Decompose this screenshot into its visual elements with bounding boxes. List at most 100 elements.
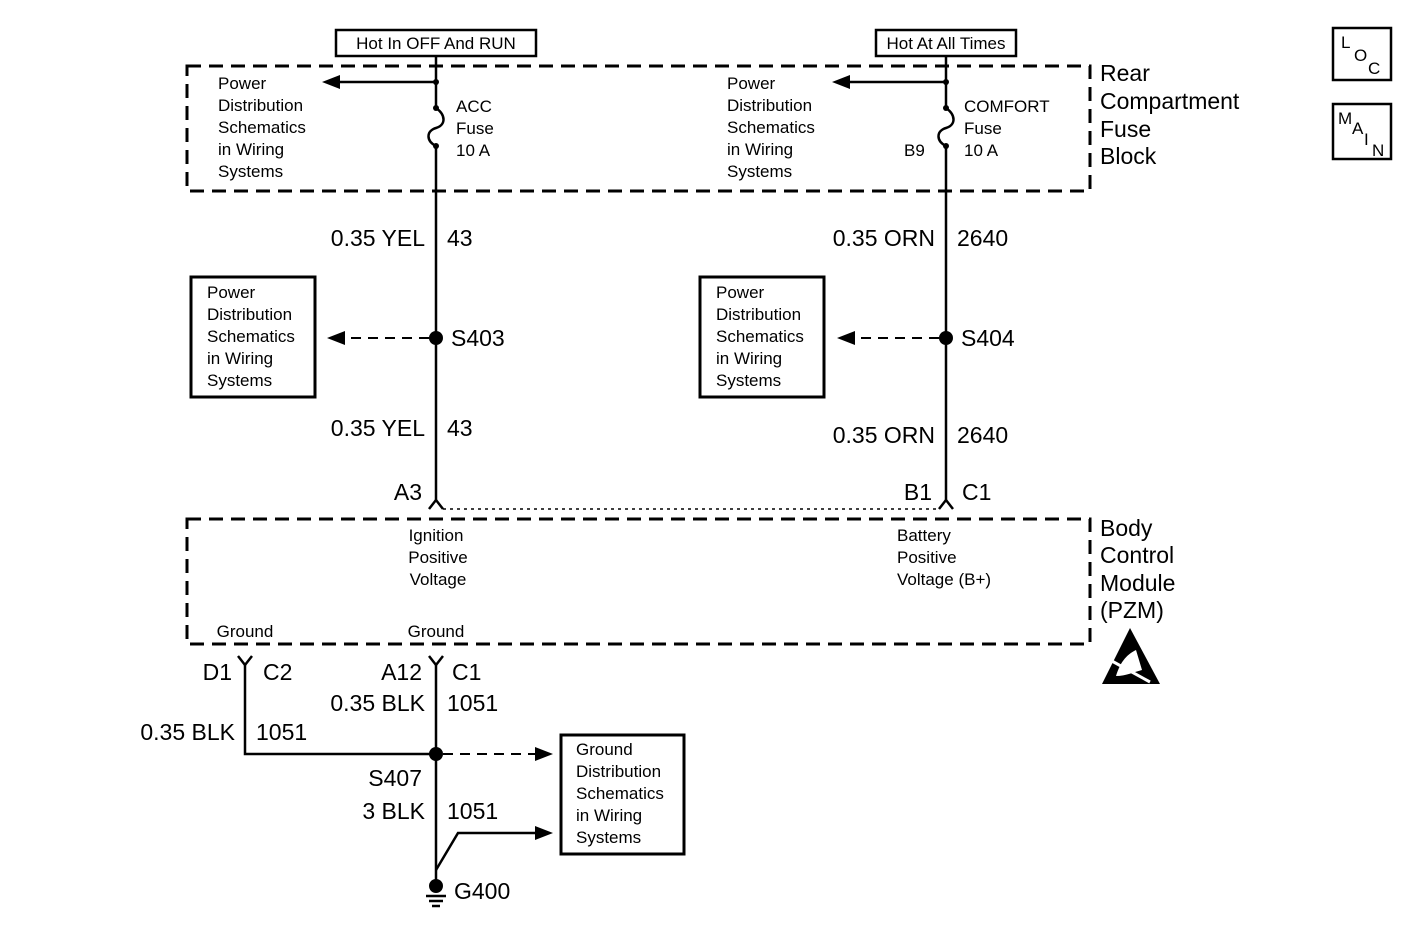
ground-symbol-icon	[426, 879, 446, 908]
connector-chevron-icon	[428, 497, 444, 510]
arrow-left-icon	[322, 75, 340, 89]
bcm-ground-label: Ground	[217, 622, 274, 641]
loc-button[interactable]: L O C	[1331, 26, 1393, 82]
main-letter: M	[1338, 109, 1352, 128]
right-fuse-pin: B9	[904, 141, 925, 160]
pin-label: B1	[904, 479, 932, 505]
splice-label: S403	[451, 325, 505, 351]
ref-box-line: Systems	[207, 371, 272, 390]
right-fuse-ref-line: Distribution	[727, 96, 812, 115]
right-fuse-ref[interactable]: Power Distribution Schematics in Wiring …	[727, 74, 815, 181]
connector-chevron-icon	[938, 497, 954, 510]
bcm-outline	[185, 517, 1092, 646]
ref-box-line: Power	[716, 283, 765, 302]
bcm-input-line: Positive	[408, 548, 468, 567]
loc-letter: L	[1341, 33, 1350, 52]
bcm-input-line: Positive	[897, 548, 957, 567]
ignition-voltage-label: Ignition Positive Voltage	[408, 526, 468, 589]
pin-label: C1	[962, 479, 991, 505]
pin-label: A3	[394, 479, 422, 505]
right-fuse-ref-line: Power	[727, 74, 776, 93]
splice-s403	[429, 331, 443, 345]
pin-label: D1	[203, 659, 232, 685]
ref-box-line: Systems	[576, 828, 641, 847]
right-splice-ref-box[interactable]: Power Distribution Schematics in Wiring …	[698, 275, 826, 399]
bcm-label-line: (PZM)	[1100, 597, 1164, 623]
right-fuse-label-line: 10 A	[964, 141, 999, 160]
loc-letter: C	[1368, 59, 1380, 78]
left-fuse-ref-line: Schematics	[218, 118, 306, 137]
splice-s404	[939, 331, 953, 345]
esd-warning-icon	[1102, 628, 1160, 684]
wire-color-label: 0.35 ORN	[833, 422, 935, 448]
bcm-input-line: Ignition	[409, 526, 464, 545]
main-letter: I	[1364, 130, 1369, 149]
ref-box-line: Distribution	[716, 305, 801, 324]
circuit-number-label: 43	[447, 415, 473, 441]
fuse-block-label-line: Fuse	[1100, 116, 1151, 142]
ref-box-line: Distribution	[576, 762, 661, 781]
ref-box-line: Schematics	[716, 327, 804, 346]
ref-box-line: in Wiring	[716, 349, 782, 368]
right-fuse-ref-line: Schematics	[727, 118, 815, 137]
circuit-number-label: 2640	[957, 225, 1008, 251]
right-fuse-ref-line: in Wiring	[727, 140, 793, 159]
arrow-right-icon	[535, 747, 553, 761]
main-letter: A	[1352, 119, 1364, 138]
left-fuse-label-line: ACC	[456, 97, 492, 116]
right-source-label: Hot At All Times	[886, 34, 1005, 53]
left-fuse-label-line: 10 A	[456, 141, 491, 160]
ref-box-line: Power	[207, 283, 256, 302]
arrow-right-icon	[535, 826, 553, 840]
left-fuse-ref[interactable]: Power Distribution Schematics in Wiring …	[218, 74, 306, 181]
wire-1051	[243, 665, 436, 756]
right-fuse-label-line: Fuse	[964, 119, 1002, 138]
left-splice-ref-box[interactable]: Power Distribution Schematics in Wiring …	[189, 275, 317, 399]
wire-color-label: 0.35 BLK	[330, 690, 425, 716]
bcm-input-line: Voltage	[410, 570, 467, 589]
fuse-block-label: Rear Compartment Fuse Block	[1100, 60, 1240, 169]
wire-color-label: 3 BLK	[362, 798, 425, 824]
left-source-box[interactable]: Hot In OFF And RUN	[334, 28, 538, 58]
wire-color-label: 0.35 YEL	[331, 225, 425, 251]
ground-label: G400	[454, 878, 510, 904]
fuse-block-label-line: Compartment	[1100, 88, 1240, 114]
left-fuse-ref-line: Distribution	[218, 96, 303, 115]
circuit-number-label: 1051	[447, 690, 498, 716]
bcm-ground-label: Ground	[408, 622, 465, 641]
circuit-number-label: 2640	[957, 422, 1008, 448]
ref-box-line: Schematics	[576, 784, 664, 803]
circuit-number-label: 1051	[447, 798, 498, 824]
bcm-label-line: Body	[1100, 515, 1153, 541]
arrow-left-icon	[832, 75, 850, 89]
bcm-input-line: Battery	[897, 526, 951, 545]
fuse-block-label-line: Block	[1100, 143, 1157, 169]
left-fuse-ref-line: in Wiring	[218, 140, 284, 159]
left-fuse-label: ACC Fuse 10 A	[456, 97, 494, 160]
bcm-label: Body Control Module (PZM)	[1100, 515, 1175, 623]
ground-ref-box[interactable]: Ground Distribution Schematics in Wiring…	[559, 733, 686, 856]
left-fuse-label-line: Fuse	[456, 119, 494, 138]
splice-label: S404	[961, 325, 1015, 351]
ref-box-line: Distribution	[207, 305, 292, 324]
circuit-number-label: 43	[447, 225, 473, 251]
arrow-left-icon	[837, 331, 855, 345]
bcm-input-line: Voltage (B+)	[897, 570, 991, 589]
right-source-box[interactable]: Hot At All Times	[874, 28, 1018, 58]
right-fuse-label-line: COMFORT	[964, 97, 1050, 116]
right-fuse-label: COMFORT Fuse 10 A	[964, 97, 1050, 160]
connector-chevron-icon	[237, 655, 253, 668]
pin-label: A12	[381, 659, 422, 685]
battery-voltage-label: Battery Positive Voltage (B+)	[897, 526, 991, 589]
splice-label: S407	[368, 765, 422, 791]
bcm-label-line: Module	[1100, 570, 1175, 596]
wire-color-label: 0.35 BLK	[140, 719, 235, 745]
ref-box-line: Ground	[576, 740, 633, 759]
left-source-label: Hot In OFF And RUN	[356, 34, 516, 53]
main-letter: N	[1372, 141, 1384, 160]
wire-color-label: 0.35 YEL	[331, 415, 425, 441]
right-fuse-ref-line: Systems	[727, 162, 792, 181]
fuse-icon	[427, 106, 445, 148]
main-button[interactable]: M A I N	[1331, 102, 1393, 161]
connector-chevron-icon	[428, 655, 444, 668]
